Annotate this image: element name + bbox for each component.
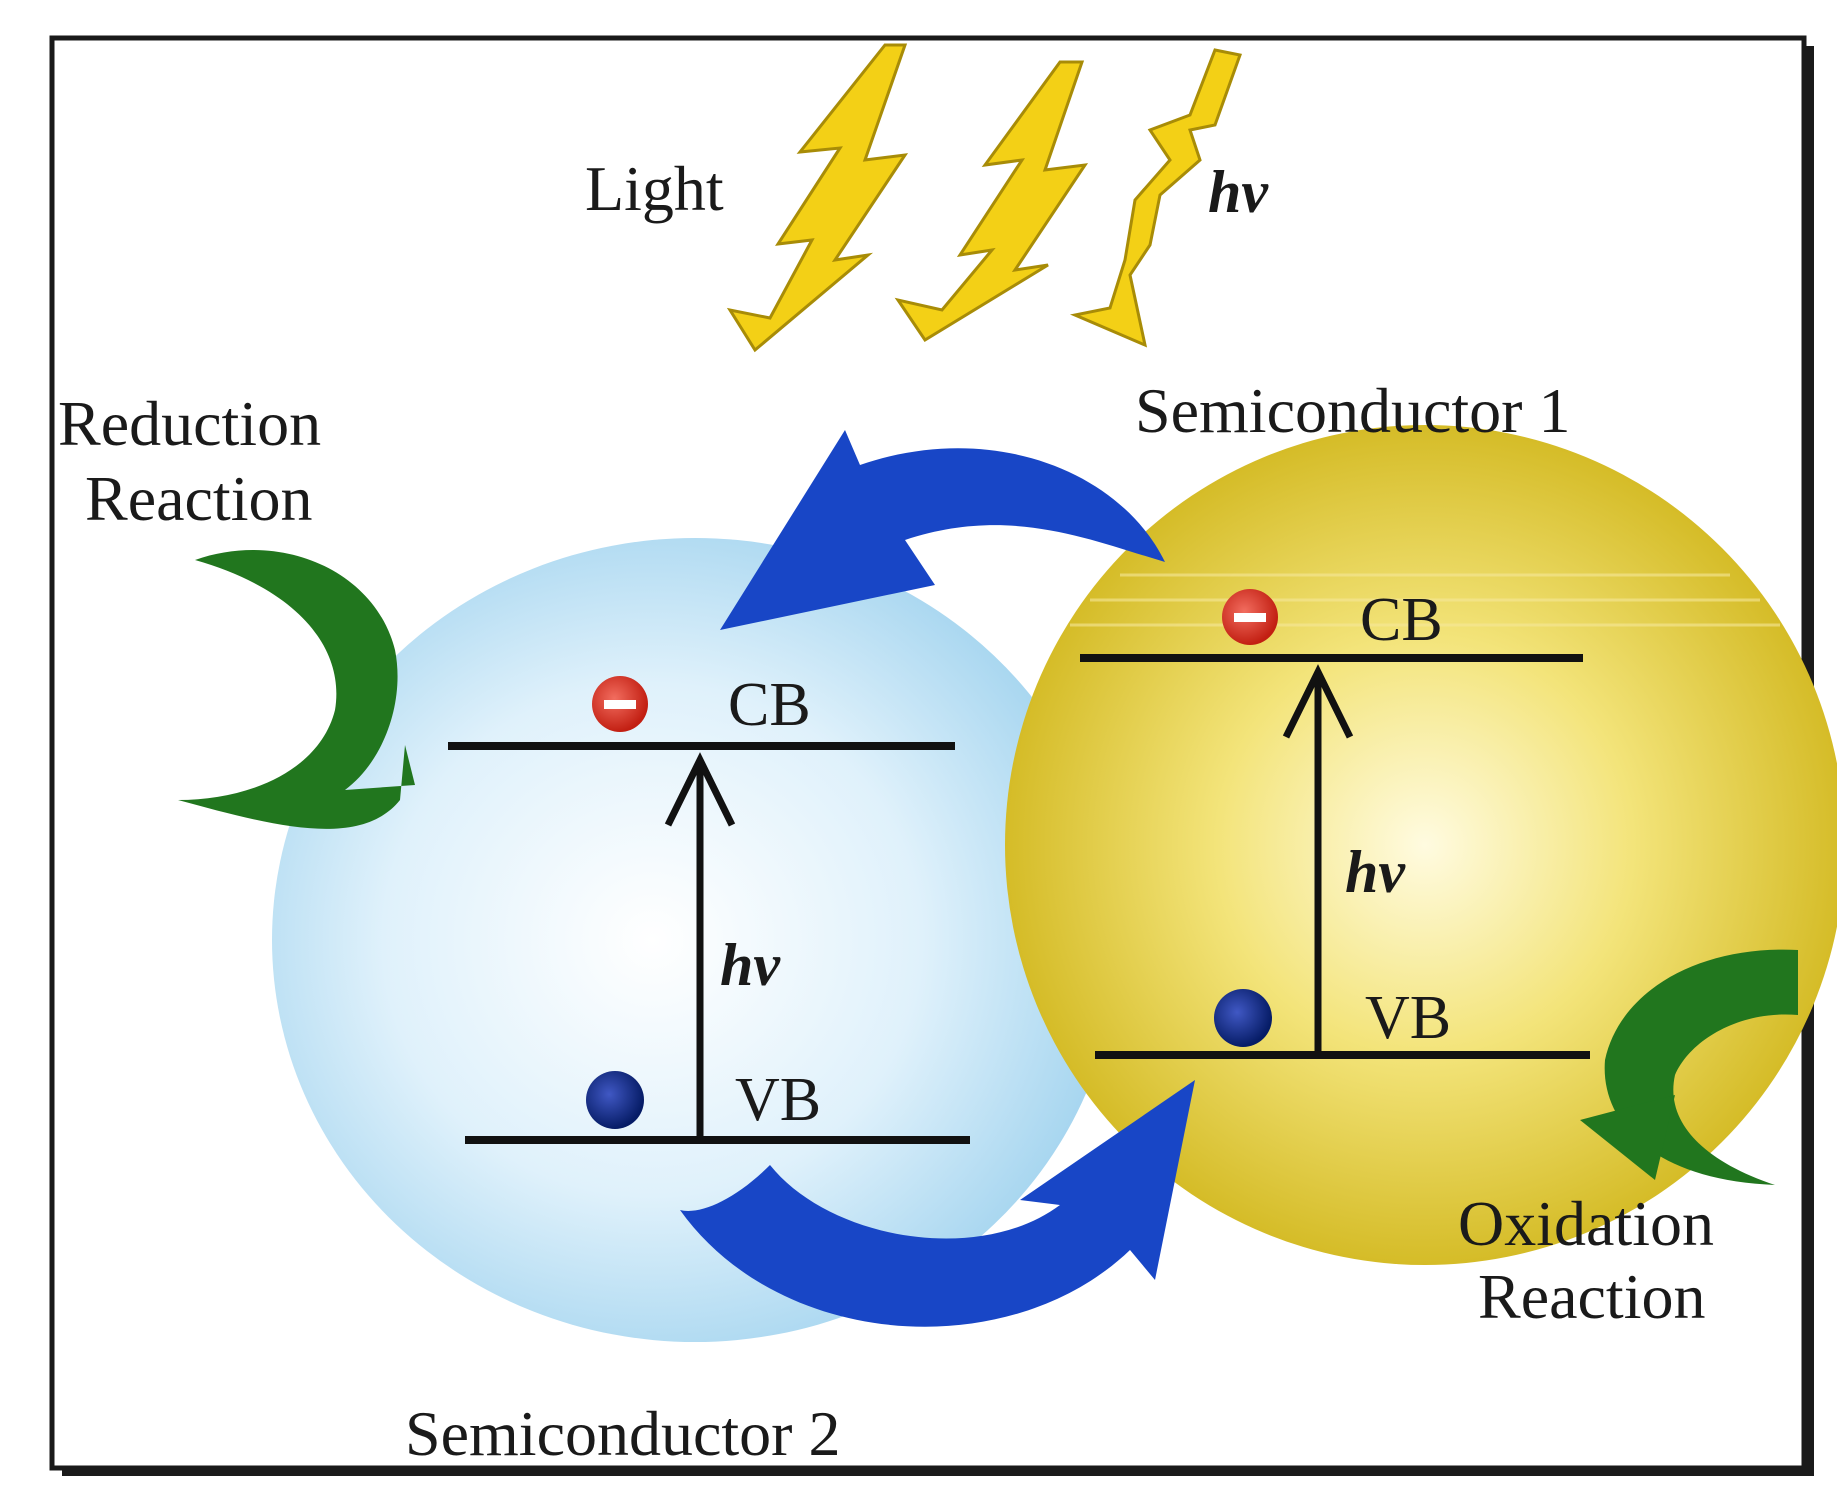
semiconductor-1-cb-label: CB [1360, 586, 1443, 654]
light-bolt-icon [726, 43, 909, 353]
semiconductor-1-vb-label: VB [1365, 984, 1451, 1052]
semiconductor-2-hole-icon [586, 1071, 644, 1129]
oxidation-label-line2: Reaction [1478, 1261, 1705, 1332]
electron-transfer-arrow [720, 430, 1165, 630]
hv-top-label: hv [1208, 159, 1269, 225]
electron-minus [604, 700, 636, 709]
semiconductor-1-label: Semiconductor 1 [1135, 375, 1570, 446]
reduction-label-line2: Reaction [85, 463, 312, 534]
reduction-label-line1: Reduction [58, 388, 321, 459]
light-bolt-icon [894, 60, 1089, 343]
semiconductor-2-label: Semiconductor 2 [405, 1398, 840, 1469]
semiconductor-1-hv-label: hv [1345, 839, 1406, 905]
semiconductor-2-vb-label: VB [735, 1066, 821, 1134]
semiconductor-1-arrowhead [1282, 664, 1354, 739]
oxidation-arrowhead [1580, 1095, 1675, 1180]
semiconductor-2-cb-label: CB [728, 671, 811, 739]
oxidation-label-line1: Oxidation [1458, 1188, 1714, 1259]
semiconductor-1-hole-icon [1214, 989, 1272, 1047]
light-label: Light [585, 153, 724, 224]
hole-transfer-arrow [680, 1080, 1195, 1327]
reduction-reaction-arrow [178, 550, 415, 829]
light-bolt-icon [1069, 48, 1242, 348]
semiconductor-2-hv-label: hv [720, 932, 781, 998]
electron-minus [1234, 613, 1266, 622]
semiconductor-1-sheen [1070, 573, 1780, 627]
semiconductor-2-arrowhead [664, 752, 736, 827]
